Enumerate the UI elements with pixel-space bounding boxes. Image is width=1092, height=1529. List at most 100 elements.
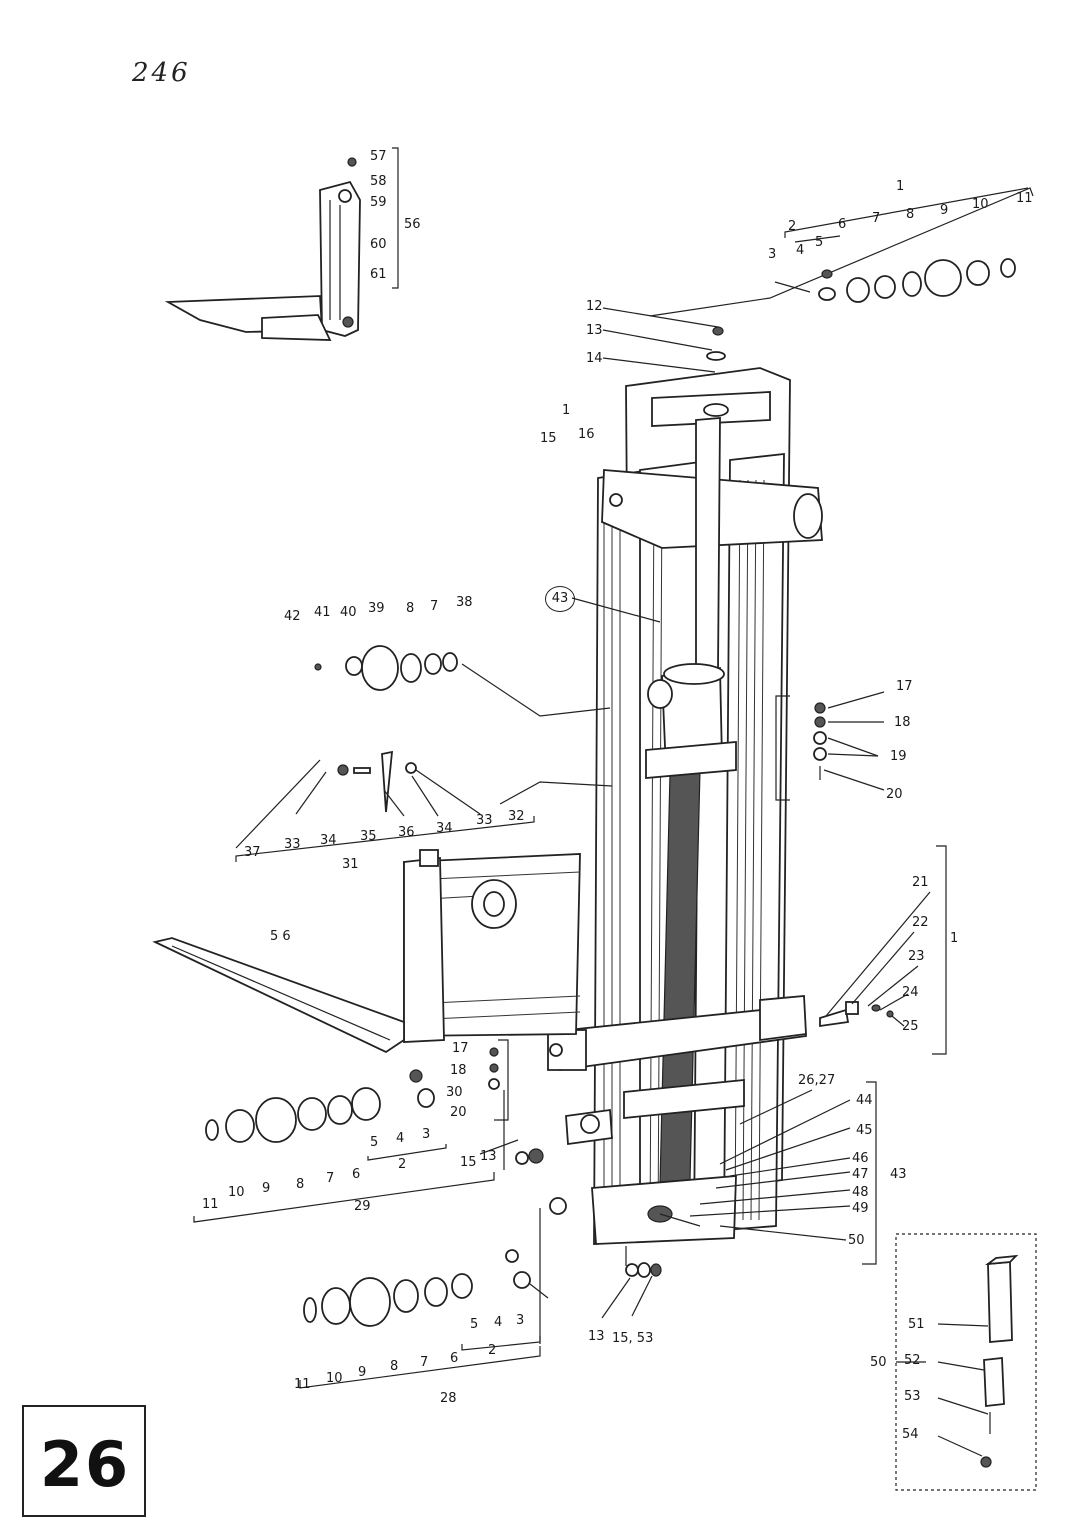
callout-3-lower: 3	[516, 1313, 525, 1328]
page-number-box	[22, 1405, 146, 1517]
callout-34-left: 34	[320, 833, 337, 848]
callout-2-top: 2	[788, 219, 797, 234]
callout-50-detail: 50	[870, 1355, 887, 1370]
callout-60: 60	[370, 237, 387, 252]
callout-1-right: 1	[950, 931, 959, 946]
callout-32: 32	[508, 809, 525, 824]
callout-22: 22	[912, 915, 929, 930]
callout-20-right: 20	[886, 787, 903, 802]
callout-2-carriage: 2	[398, 1157, 407, 1172]
callout-4-lower: 4	[494, 1315, 503, 1330]
left-roller-drawing	[193, 1087, 505, 1223]
callout-4-top: 4	[796, 243, 805, 258]
callout-57: 57	[370, 149, 387, 164]
callout-6-lower: 6	[450, 1351, 459, 1366]
callout-52: 52	[904, 1353, 921, 1368]
callout-18-right: 18	[894, 715, 911, 730]
callout-56-main: 5 6	[270, 929, 291, 944]
callout-11-lower: 11	[294, 1377, 311, 1392]
callout-45: 45	[856, 1123, 873, 1138]
mast-drawing	[546, 367, 823, 1245]
callout-20-carriage: 20	[450, 1105, 467, 1120]
callout-13-bottom: 13	[588, 1329, 605, 1344]
side-roller-drawing	[314, 645, 611, 717]
callout-9-left: 9	[262, 1181, 271, 1196]
callout-58: 58	[370, 174, 387, 189]
callout-15-53: 15, 53	[612, 1331, 654, 1346]
callout-9-lower: 9	[358, 1365, 367, 1380]
callout-47: 47	[852, 1167, 869, 1182]
callout-25: 25	[902, 1019, 919, 1034]
callout-33-right: 33	[476, 813, 493, 828]
callout-8-top: 8	[906, 207, 915, 222]
callout-50-cyl: 50	[848, 1233, 865, 1248]
callout-23: 23	[908, 949, 925, 964]
callout-5-lower: 5	[470, 1317, 479, 1332]
callout-54: 54	[902, 1427, 919, 1442]
callout-40: 40	[340, 605, 357, 620]
callout-18-carriage: 18	[450, 1063, 467, 1078]
callout-41: 41	[314, 605, 331, 620]
callout-34-right: 34	[436, 821, 453, 836]
callout-21: 21	[912, 875, 929, 890]
callout-9-top: 9	[940, 203, 949, 218]
callout-49: 49	[852, 1201, 869, 1216]
callout-14: 14	[586, 351, 603, 366]
callout-11-left: 11	[202, 1197, 219, 1212]
right-bracket-drawing	[819, 845, 947, 1055]
callout-28: 28	[440, 1391, 457, 1406]
callout-39: 39	[368, 601, 385, 616]
callout-12: 12	[586, 299, 603, 314]
callout-7-side: 7	[430, 599, 439, 614]
top-roller-drawing	[649, 187, 1034, 317]
callout-5-top: 5	[815, 235, 824, 250]
callout-1-top: 1	[896, 179, 905, 194]
callout-26-27: 26,27	[798, 1073, 836, 1088]
handwritten-number: 246	[132, 58, 191, 88]
callout-7-left: 7	[326, 1171, 335, 1186]
callout-16: 16	[578, 427, 595, 442]
callout-3-carriage: 3	[422, 1127, 431, 1142]
callout-53: 53	[904, 1389, 921, 1404]
callout-7-top: 7	[872, 211, 881, 226]
carriage-small-drawing	[367, 1039, 509, 1161]
callout-17-right: 17	[896, 679, 913, 694]
fork-small-drawing	[164, 147, 399, 341]
callout-7-lower: 7	[420, 1355, 429, 1370]
callout-31: 31	[342, 857, 359, 872]
callout-59: 59	[370, 195, 387, 210]
callout-1-pin: 1	[562, 403, 571, 418]
callout-36: 36	[398, 825, 415, 840]
callout-8-lower: 8	[390, 1359, 399, 1374]
callout-38: 38	[456, 595, 473, 610]
callout-13-top: 13	[586, 323, 603, 338]
callout-3-top: 3	[768, 247, 777, 262]
callout-10-lower: 10	[326, 1371, 343, 1386]
callout-6-left: 6	[352, 1167, 361, 1182]
bottom-pin-drawing	[601, 1246, 662, 1319]
lower-roller-drawing	[299, 1208, 549, 1389]
callout-2-lower: 2	[488, 1343, 497, 1358]
callout-5-carriage: 5	[370, 1135, 379, 1150]
callout-15-pin: 15	[540, 431, 557, 446]
callout-17-carriage: 17	[452, 1041, 469, 1056]
callout-30: 30	[446, 1085, 463, 1100]
callout-11-top: 11	[1016, 191, 1033, 206]
callout-35: 35	[360, 829, 377, 844]
callout-10-left: 10	[228, 1185, 245, 1200]
callout-19: 19	[890, 749, 907, 764]
callout-43-mast: 43	[545, 586, 575, 612]
callout-44: 44	[856, 1093, 873, 1108]
callout-6-top: 6	[838, 217, 847, 232]
callout-37: 37	[244, 845, 261, 860]
lower-pin-drawing	[479, 1139, 544, 1165]
callout-43-cyl: 43	[890, 1167, 907, 1182]
callout-46: 46	[852, 1151, 869, 1166]
fork-carriage-drawing	[152, 849, 581, 1054]
page-number: 26	[39, 1428, 131, 1501]
callout-48: 48	[852, 1185, 869, 1200]
callout-10-top: 10	[972, 197, 989, 212]
callout-29: 29	[354, 1199, 371, 1214]
